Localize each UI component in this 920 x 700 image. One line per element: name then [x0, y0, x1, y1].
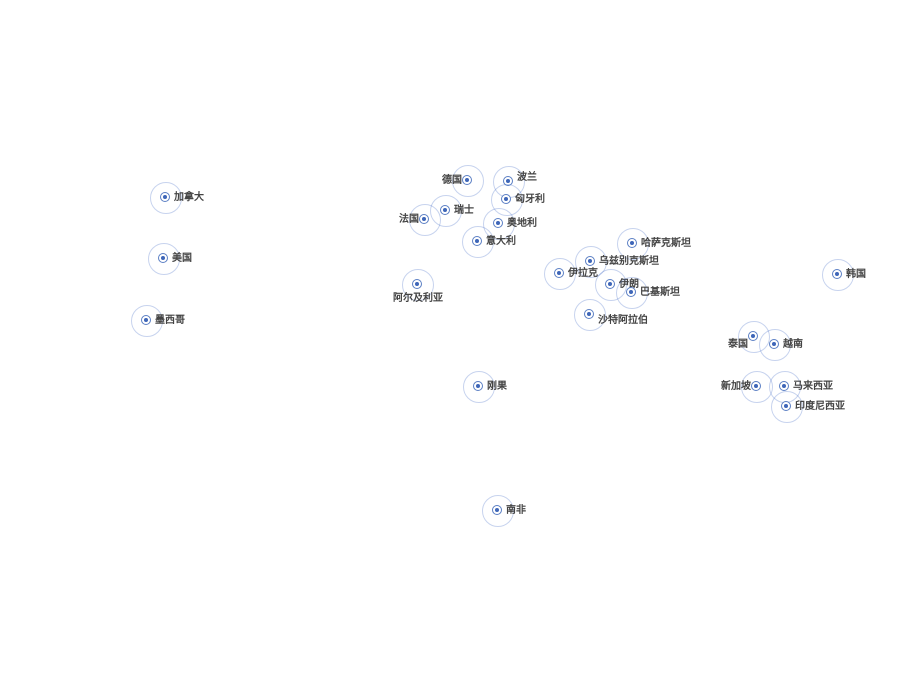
point-marker-icon [605, 279, 615, 289]
ripple-ring [148, 243, 180, 275]
point-marker-icon [781, 401, 791, 411]
point-marker-icon [412, 279, 422, 289]
point-marker-icon [751, 381, 761, 391]
ripple-ring [822, 259, 854, 291]
point-marker-icon [832, 269, 842, 279]
point-marker-icon [419, 214, 429, 224]
ripple-ring [771, 391, 803, 423]
point-label: 瑞士 [454, 205, 474, 216]
point-label: 意大利 [486, 236, 516, 247]
point-marker-icon [440, 205, 450, 215]
ripple-ring [616, 277, 648, 309]
point-marker-icon [492, 505, 502, 515]
point-label: 墨西哥 [155, 315, 185, 326]
point-label: 匈牙利 [515, 194, 545, 205]
point-marker-icon [748, 331, 758, 341]
point-marker-icon [584, 309, 594, 319]
point-label: 阿尔及利亚 [393, 293, 443, 304]
point-label: 泰国 [728, 339, 748, 350]
point-label: 德国 [442, 175, 462, 186]
point-marker-icon [501, 194, 511, 204]
ripple-ring [462, 226, 494, 258]
point-label: 印度尼西亚 [795, 401, 845, 412]
point-label: 奥地利 [507, 218, 537, 229]
point-label: 刚果 [487, 381, 507, 392]
ripple-ring [402, 269, 434, 301]
point-marker-icon [158, 253, 168, 263]
point-label: 越南 [783, 339, 803, 350]
point-label: 加拿大 [174, 192, 204, 203]
point-marker-icon [141, 315, 151, 325]
point-label: 南非 [506, 505, 526, 516]
ripple-ring [483, 208, 515, 240]
point-label: 新加坡 [721, 381, 751, 392]
point-label: 乌兹别克斯坦 [599, 256, 659, 267]
point-label: 哈萨克斯坦 [641, 238, 691, 249]
ripple-ring [544, 258, 576, 290]
point-label: 法国 [399, 214, 419, 225]
point-marker-icon [473, 381, 483, 391]
point-marker-icon [493, 218, 503, 228]
ripple-ring [759, 329, 791, 361]
point-marker-icon [585, 256, 595, 266]
point-label: 伊拉克 [568, 268, 598, 279]
point-label: 马来西亚 [793, 381, 833, 392]
ripple-ring [574, 299, 606, 331]
ripple-ring [150, 182, 182, 214]
point-marker-icon [626, 287, 636, 297]
point-marker-icon [627, 238, 637, 248]
ripple-ring [617, 228, 649, 260]
point-label: 波兰 [517, 172, 537, 183]
point-marker-icon [160, 192, 170, 202]
point-marker-icon [472, 236, 482, 246]
point-marker-icon [554, 268, 564, 278]
ripple-ring [131, 305, 163, 337]
ripple-ring [575, 246, 607, 278]
point-marker-icon [462, 175, 472, 185]
point-marker-icon [779, 381, 789, 391]
point-marker-icon [769, 339, 779, 349]
point-label: 美国 [172, 253, 192, 264]
point-label: 沙特阿拉伯 [598, 315, 648, 326]
point-label: 巴基斯坦 [640, 287, 680, 298]
ripple-ring [482, 495, 514, 527]
ripple-ring [463, 371, 495, 403]
point-label: 韩国 [846, 269, 866, 280]
ripple-ring [452, 165, 484, 197]
ripple-ring [409, 204, 441, 236]
